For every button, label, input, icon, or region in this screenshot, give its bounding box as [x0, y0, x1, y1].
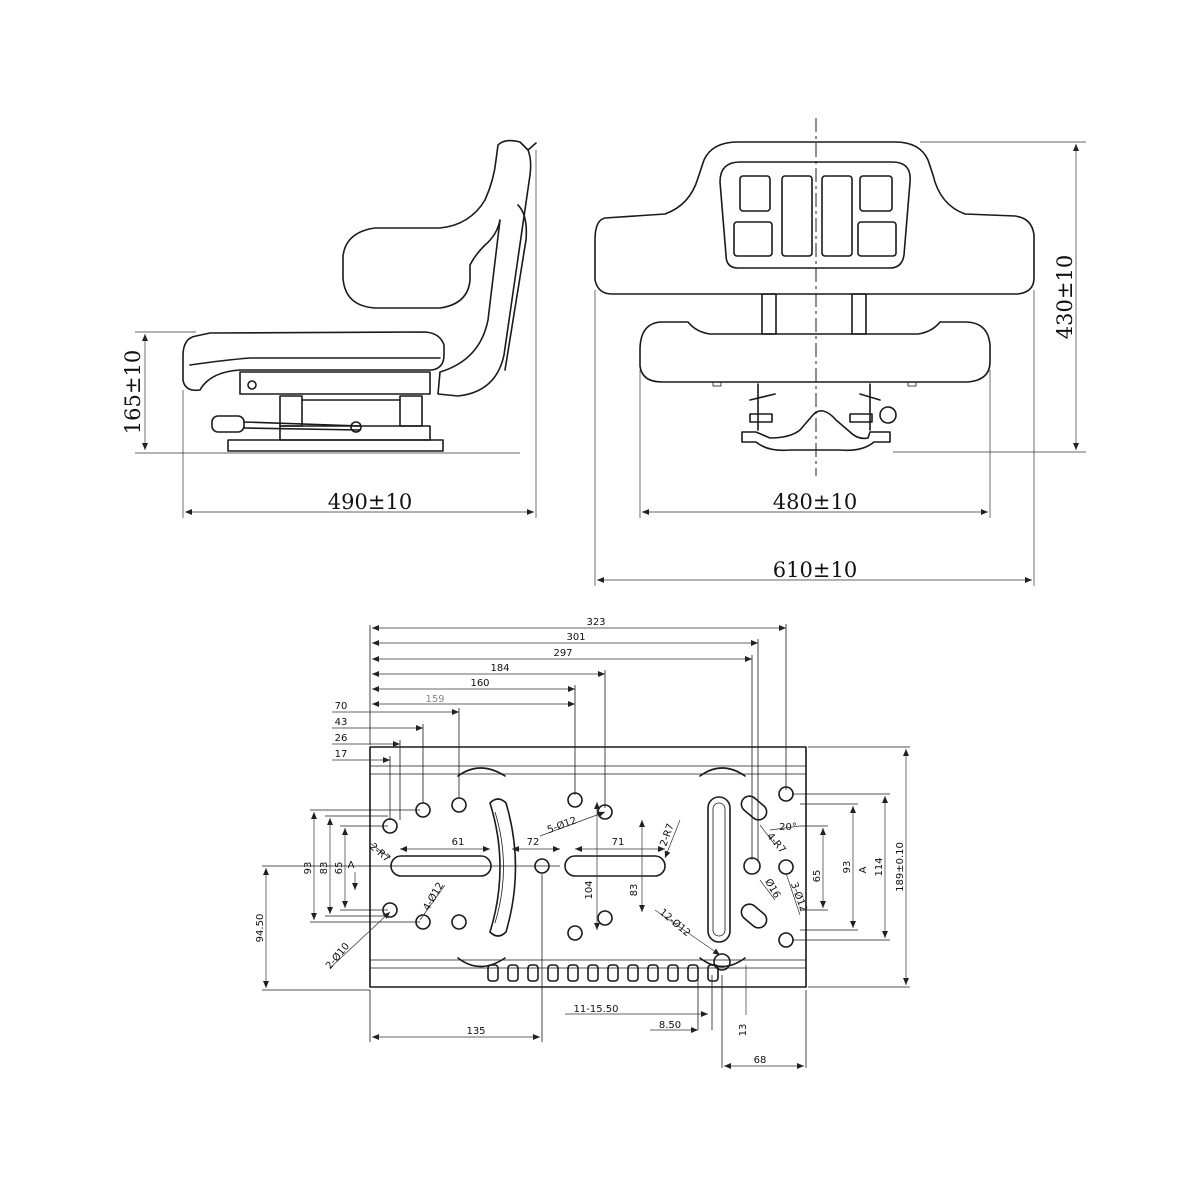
dim-bottom-1: 135: [466, 1026, 485, 1037]
adjustment-lever-knob: [211, 415, 245, 433]
dim-inner-104: 104: [584, 880, 595, 899]
dim-inner-71: 71: [612, 837, 625, 848]
base-plate-view: 323 301 297 184 160 159 70 43 26 17 93: [255, 617, 910, 1069]
callout-4-d12: 4-Ø12: [421, 880, 447, 912]
dim-top-8: 43: [335, 717, 348, 728]
horizontal-slot-right: [564, 855, 666, 877]
curved-slot: [489, 798, 517, 937]
dim-top-10: 17: [335, 749, 348, 760]
section-mark-left: A: [348, 860, 355, 871]
side-backrest-inner: [504, 204, 528, 371]
callout-2-d10: 2-Ø10: [323, 941, 352, 972]
front-base-rail: [741, 410, 891, 452]
dim-right-3: 114: [874, 857, 885, 876]
side-backrest: [342, 139, 532, 397]
front-height-label: 430±10: [1053, 255, 1077, 339]
callout-5-d12: 5-Ø12: [546, 814, 579, 836]
vertical-slot: [707, 796, 731, 943]
side-height-label: 165±10: [121, 350, 145, 434]
dim-right-1: 93: [842, 861, 853, 874]
dim-top-5: 160: [470, 678, 489, 689]
dim-top-9: 26: [335, 733, 348, 744]
dim-angle: 20°: [779, 822, 797, 833]
front-base-width-label: 480±10: [773, 490, 857, 514]
callout-12-d12: 12-Ø12: [657, 906, 693, 939]
section-mark-right: A: [858, 866, 869, 873]
backrest-grille: [719, 161, 911, 269]
dim-top-2: 301: [566, 632, 585, 643]
mounting-holes: [382, 786, 794, 971]
dim-bottom-5: 68: [754, 1055, 767, 1066]
front-backrest: [594, 141, 1035, 295]
side-seat-cushion: [182, 331, 445, 392]
dim-left-4: 94.50: [255, 914, 266, 943]
dim-left-3: 65: [334, 862, 345, 875]
callout-d16: Ø16: [762, 877, 783, 901]
dim-bottom-2: 11-15.50: [574, 1004, 619, 1015]
dim-left-2: 83: [319, 862, 330, 875]
dim-top-4: 184: [490, 663, 509, 674]
dim-top-7: 70: [335, 701, 348, 712]
front-view: 430±10 480±10 610±10: [594, 118, 1086, 586]
dim-bottom-4: 13: [738, 1024, 749, 1037]
dim-inner-72: 72: [527, 837, 540, 848]
callout-2r7-left: 2-R7: [367, 841, 392, 864]
dim-right-2: 65: [812, 870, 823, 883]
side-view: 165±10 490±10: [121, 139, 537, 518]
base-plate-outline: [369, 746, 807, 988]
front-seat-cushion: [639, 321, 991, 383]
dim-top-1: 323: [586, 617, 605, 628]
dim-right-4: 189±0.10: [895, 842, 906, 892]
dim-inner-61: 61: [452, 837, 465, 848]
dim-left-1: 93: [303, 862, 314, 875]
callout-4r7: 4-R7: [764, 831, 787, 856]
dim-top-6: 159: [425, 694, 444, 705]
front-overall-width-label: 610±10: [773, 558, 857, 582]
dim-bottom-3: 8.50: [659, 1020, 681, 1031]
dim-top-3: 297: [553, 648, 572, 659]
dim-inner-83: 83: [629, 884, 640, 897]
small-slot-row: [487, 964, 719, 982]
side-width-label: 490±10: [328, 490, 412, 514]
